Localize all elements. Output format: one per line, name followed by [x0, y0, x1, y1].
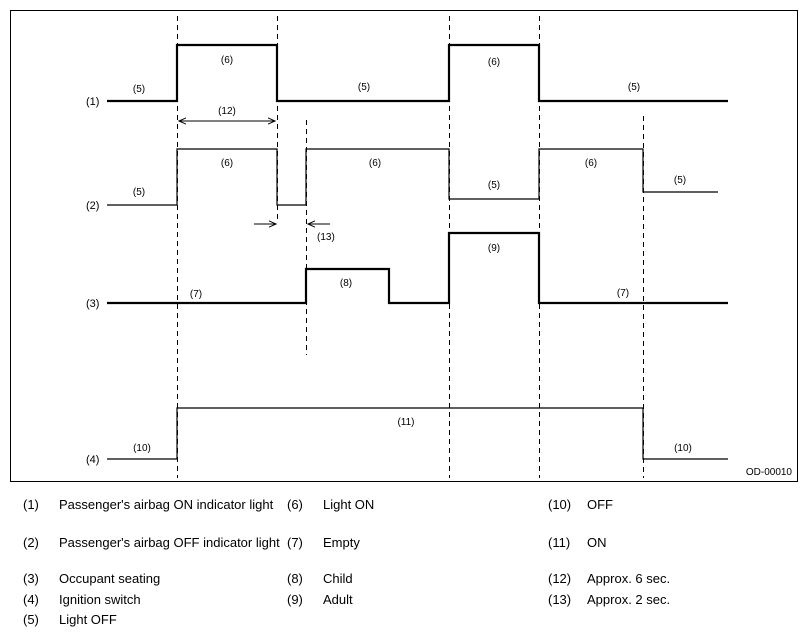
- segment-label: (6): [488, 57, 500, 68]
- segment-label: (7): [190, 289, 202, 300]
- legend-text: Empty: [323, 535, 360, 550]
- legend-text: ON: [587, 535, 607, 550]
- segment-label: (11): [397, 417, 414, 428]
- legend-number: (1): [23, 497, 39, 512]
- segment-label: (6): [221, 158, 233, 169]
- legend-number: (3): [23, 571, 39, 586]
- signal-4-label: (4): [86, 454, 99, 466]
- signal-3-waveform: [107, 231, 728, 305]
- segment-label: (7): [617, 288, 629, 299]
- segment-label: (9): [488, 243, 500, 254]
- segment-label: (10): [674, 443, 692, 454]
- segment-label: (8): [340, 278, 352, 289]
- legend-text: Passenger's airbag ON indicator light: [59, 497, 274, 512]
- legend: (1) Passenger's airbag ON indicator ligh…: [0, 492, 808, 636]
- signal-3-label: (3): [86, 298, 99, 310]
- legend-number: (12): [548, 571, 572, 586]
- diagram-frame: [10, 10, 798, 482]
- segment-label: (5): [133, 187, 145, 198]
- segment-label: (6): [221, 55, 233, 66]
- legend-text: OFF: [587, 497, 613, 512]
- legend-text: Light OFF: [59, 612, 117, 627]
- legend-text: Passenger's airbag OFF indicator light: [59, 535, 280, 550]
- legend-number: (10): [548, 497, 572, 512]
- legend-number: (13): [548, 592, 572, 607]
- legend-number: (4): [23, 592, 39, 607]
- segment-label: (5): [674, 175, 686, 186]
- timing-diagram: (1) (2) (3) (4) (5) (6) (5) (6) (5) (5) …: [10, 10, 798, 482]
- segment-label: (10): [133, 443, 151, 454]
- signal-1-label: (1): [86, 96, 99, 108]
- segment-label: (5): [133, 84, 145, 95]
- legend-text: Approx. 6 sec.: [587, 571, 671, 586]
- legend-text: Adult: [323, 592, 353, 607]
- legend-text: Light ON: [323, 497, 375, 512]
- segment-label: (6): [369, 158, 381, 169]
- legend-text: Approx. 2 sec.: [587, 592, 671, 607]
- signal-4-waveform: [107, 407, 728, 460]
- dimension-label-13: (13): [317, 232, 335, 243]
- legend-number: (11): [548, 535, 571, 550]
- legend-number: (8): [287, 571, 303, 586]
- segment-label: (5): [358, 82, 370, 93]
- signal-1-waveform: [107, 43, 728, 103]
- figure-id: OD-00010: [746, 467, 793, 478]
- legend-number: (7): [287, 535, 303, 550]
- segment-label: (5): [488, 180, 500, 191]
- legend-number: (9): [287, 592, 303, 607]
- segment-label: (6): [585, 158, 597, 169]
- guide-lines: [177, 16, 644, 478]
- dimension-label-12: (12): [218, 106, 236, 117]
- segment-label: (5): [628, 82, 640, 93]
- legend-number: (6): [287, 497, 303, 512]
- legend-text: Child: [323, 571, 353, 586]
- signal-2-waveform: [107, 148, 718, 206]
- signal-2-label: (2): [86, 200, 99, 212]
- legend-number: (2): [23, 535, 39, 550]
- legend-number: (5): [23, 612, 39, 627]
- legend-text: Occupant seating: [59, 571, 161, 586]
- legend-text: Ignition switch: [59, 592, 141, 607]
